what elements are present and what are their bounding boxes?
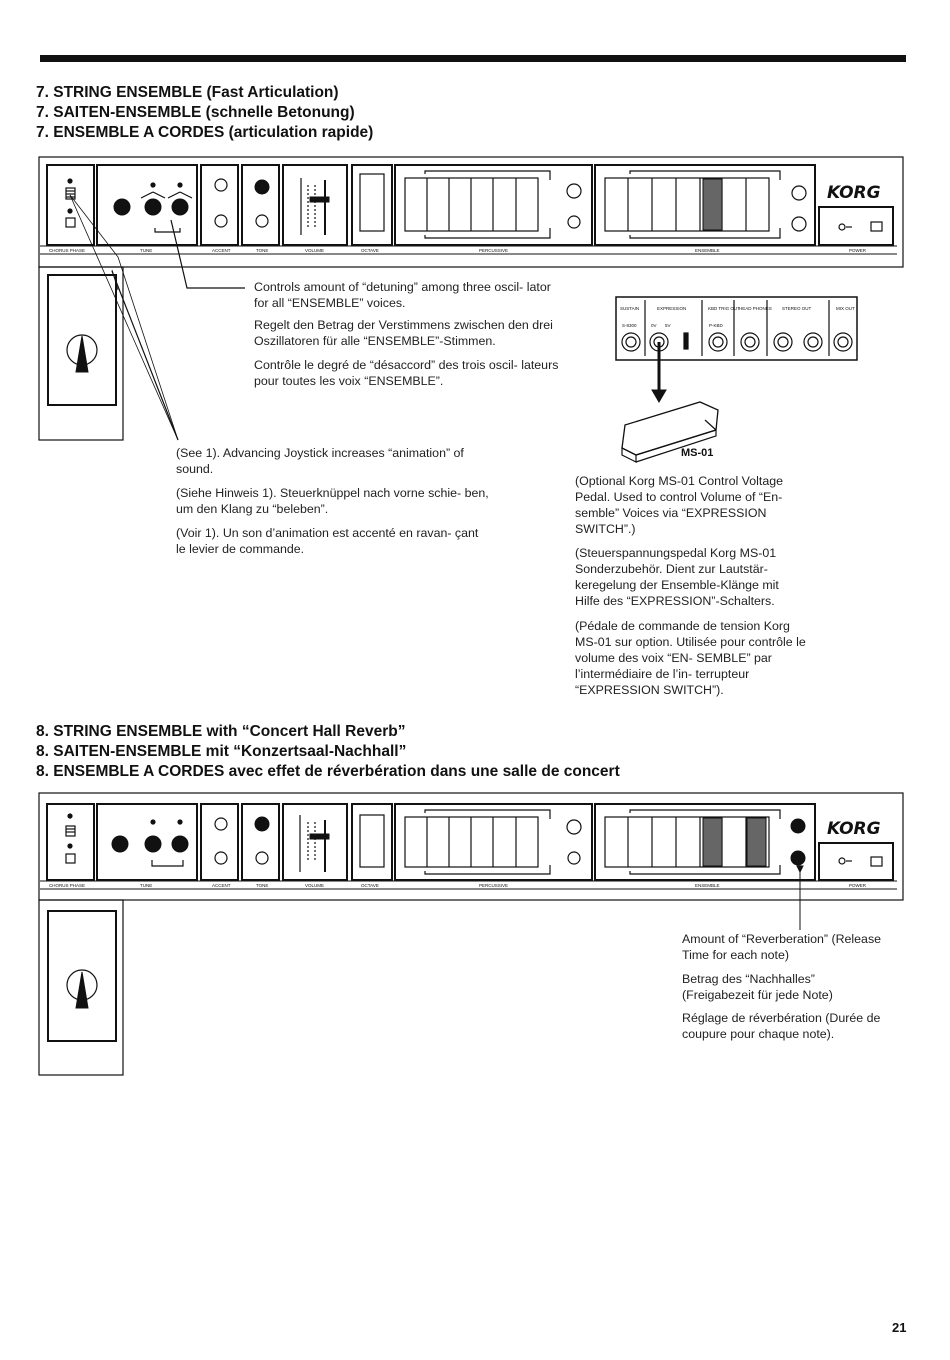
label-tune-8: TUNE [140,883,152,888]
stereo-right-jack-icon [803,332,823,352]
pedal-de: (Steuerspannungspedal Korg MS-01 Sonderz… [575,546,779,608]
label-ensemble: ENSEMBLE [695,248,720,253]
tune-box [96,164,198,246]
pedal-en: (Optional Korg MS-01 Control Voltage Ped… [575,474,783,536]
accent-knob-2-icon [214,214,228,228]
tone-box [241,164,280,246]
label-tune: TUNE [140,248,152,253]
percussive-box [394,164,593,246]
label-percussive-8: PERCUSSIVE [479,883,508,888]
label-accent-8: ACCENT [212,883,231,888]
top-rule [40,55,906,62]
section7-title-fr: 7. ENSEMBLE A CORDES (articulation rapid… [36,124,374,141]
jack-sublabel-pkbd: P-KBD [709,323,724,328]
section8-title-de: 8. SAITEN-ENSEMBLE mit “Konzertsaal-Nach… [36,743,407,760]
section8-title-fr: 8. ENSEMBLE A CORDES avec effet de réver… [36,763,620,780]
label-chorus-phase-8: CHORUS PHASE [49,883,85,888]
ms01-label: MS-01 [681,447,713,459]
sustain-jack-icon [621,332,641,352]
section8-title-en: 8. STRING ENSEMBLE with “Concert Hall Re… [36,723,406,740]
label-chorus-phase: CHORUS PHASE [49,248,85,253]
jack-label-mix-out: MIX OUT [836,306,855,311]
power-box [818,206,894,246]
section7-title-de: 7. SAITEN-ENSEMBLE (schnelle Betonung) [36,104,355,121]
tone-knob-filled-icon [254,179,270,195]
korg-logo: KORG [827,183,881,203]
label-accent: ACCENT [212,248,231,253]
chorus-led-icon [65,217,76,228]
reverb-knob-icon [790,818,806,834]
joystick-de: (Siehe Hinweis 1). Steuerknüppel nach vo… [176,486,489,516]
tune-knob-3-icon [171,198,189,216]
label-tone: TONE [256,248,268,253]
ensemble-box [594,164,816,246]
detune-fr: Contrôle le degré de “désaccord” des tro… [254,358,559,388]
headphones-jack-icon [740,332,760,352]
accent-knob-icon [214,178,228,192]
joystick-lever-icon [75,335,89,373]
jack-sublabel-0v: 0V [651,323,657,328]
jack-sublabel-sustain: S-8300 [622,323,637,328]
label-power-8: POWER [849,883,867,888]
percussive-knob-icon [566,183,582,199]
joystick-panel [38,266,124,441]
jack-label-expression: EXPRESSION [657,306,686,311]
jack-sublabel-5v: 5V [665,323,671,328]
tune-knob-2-icon [144,198,162,216]
pedal-fr: (Pédale de commande de tension Korg MS-0… [575,619,806,697]
page-number: 21 [892,1320,907,1335]
chorus-phase-box [46,164,95,246]
panel-outline [38,156,904,268]
label-percussive: PERCUSSIVE [479,248,508,253]
jack-label-sustain: SUSTAIN [620,306,639,311]
label-power: POWER [849,248,867,253]
ensemble-knob-2-icon [791,216,807,232]
jack-panel [615,296,858,361]
label-octave: OCTAVE [361,248,379,253]
detune-de: Regelt den Betrag der Verstimmens zwisch… [254,318,553,348]
stereo-left-jack-icon [773,332,793,352]
percussive-knob-2-icon [567,215,581,229]
panel-outline-8 [38,792,904,901]
jack-label-stereo-out: STEREO OUT [782,306,812,311]
ensemble-knob-icon [791,185,807,201]
tone-knob-icon [255,214,269,228]
reverb-de: Betrag des “Nachhalles” (Freigabezeit fü… [682,972,833,1002]
label-octave-8: OCTAVE [361,883,379,888]
joystick-panel-8 [38,899,124,1076]
chorus-switch-8-icon [65,825,76,837]
joystick-fr: (Voir 1). Un son d’animation est accenté… [176,526,479,556]
volume-box [282,164,348,246]
tune-knob-icon [113,198,131,216]
accent-box [200,164,239,246]
section7-title-en: 7. STRING ENSEMBLE (Fast Articulation) [36,84,339,101]
label-tone-8: TONE [256,883,268,888]
reverb-fr: Réglage de réverbération (Durée de coupu… [682,1011,881,1041]
korg-logo-8: KORG [827,819,881,839]
reverb-en: Amount of “Reverberation” (Release Time … [682,932,882,962]
mix-out-jack-icon [833,332,853,352]
octave-box [351,164,393,246]
label-volume-8: VOLUME [305,883,324,888]
jack-label-kbd-trig: KBD TRIG OUT [708,306,740,311]
power-switch-icon [870,221,883,232]
label-volume: VOLUME [305,248,324,253]
kbd-trig-jack-icon [708,332,728,352]
joystick-box [47,274,117,406]
reverb-knob-2-icon [790,850,806,866]
detune-en: Controls amount of “detuning” among thre… [254,280,551,310]
jack-label-headphones: HEAD PHONES [739,306,772,311]
label-ensemble-8: ENSEMBLE [695,883,720,888]
joystick-en: (See 1). Advancing Joystick increases “a… [176,446,464,476]
